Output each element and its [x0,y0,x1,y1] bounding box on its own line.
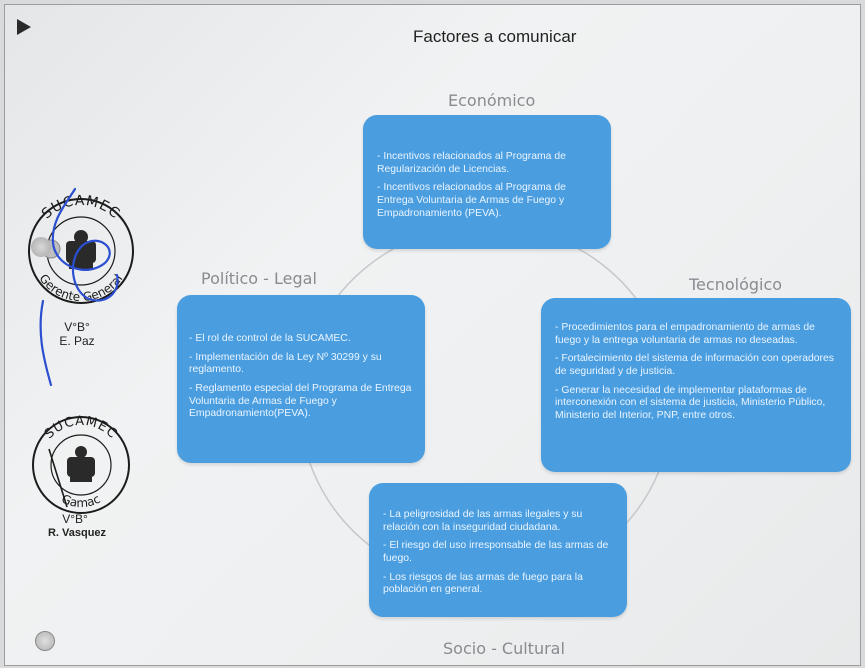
arrow-marker-icon [17,19,31,35]
vb-label-2: V°B° [62,512,88,526]
document-page: Factores a comunicar Económico Político … [4,4,861,666]
signature-scribble [39,187,119,387]
list-item: El riesgo del uso irresponsable de las a… [383,540,615,565]
vb-label-1: V°B° [64,320,90,334]
box-politico: El rol de control de la SUCAMEC. Impleme… [177,295,425,463]
category-label-socio: Socio - Cultural [443,639,565,658]
list-item: Implementación de la Ley Nº 30299 y su r… [189,352,413,377]
box-tecnologico: Procedimientos para el empadronamiento d… [541,298,851,472]
stamp-gamac: SUCAMEC Gamac [32,414,130,514]
list-item: Incentivos relacionados al Programa de E… [377,182,599,220]
svg-text:Gamac: Gamac [59,492,102,510]
list-item: Procedimientos para el empadronamiento d… [555,322,839,347]
signer-name-1: E. Paz [59,334,95,348]
svg-text:SUCAMEC: SUCAMEC [42,414,120,442]
category-label-economico: Económico [448,91,536,110]
list-item: Fortalecimiento del sistema de informaci… [555,353,839,378]
list-item: La peligrosidad de las armas ilegales y … [383,509,615,534]
list-item: El rol de control de la SUCAMEC. [189,333,413,346]
staple-mark [31,237,51,257]
box-economico: Incentivos relacionados al Programa de R… [363,115,611,249]
list-item: Reglamento especial del Programa de Entr… [189,383,413,421]
list-item: Incentivos relacionados al Programa de R… [377,151,599,176]
page-title: Factores a comunicar [413,27,577,46]
category-label-politico: Político - Legal [201,269,317,288]
punch-hole [35,631,55,651]
signer-name-2: R. Vasquez [47,527,107,539]
list-item: Los riesgos de las armas de fuego para l… [383,572,615,597]
list-item: Generar la necesidad de implementar plat… [555,385,839,423]
box-socio: La peligrosidad de las armas ilegales y … [369,483,627,617]
category-label-tecnologico: Tecnológico [689,275,783,294]
